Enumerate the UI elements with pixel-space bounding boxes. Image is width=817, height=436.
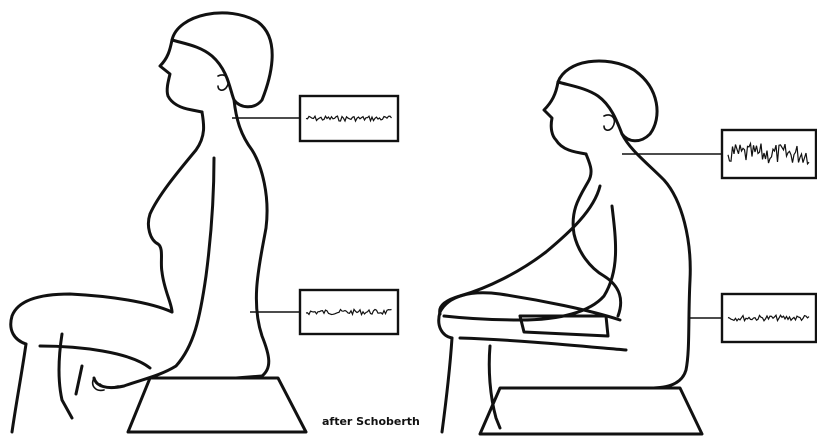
slumped-hair xyxy=(558,61,657,141)
emg-panel-slumped-lumbar xyxy=(688,294,816,342)
upright-face xyxy=(160,40,202,112)
slumped-face xyxy=(544,82,586,154)
upright-chest-contour xyxy=(148,112,203,312)
slumped-stool xyxy=(480,388,702,434)
slumped-lower-leg xyxy=(442,338,500,432)
upright-thigh xyxy=(11,294,172,344)
upright-lower-leg xyxy=(12,334,82,432)
upright-seated-figure xyxy=(11,13,306,432)
upright-thigh-underside xyxy=(40,346,150,368)
slumped-seated-figure xyxy=(439,61,702,434)
credit-caption: after Schoberth xyxy=(322,415,420,428)
emg-panel-slumped-neck xyxy=(622,130,816,178)
upright-stool xyxy=(128,378,306,432)
upright-ear xyxy=(218,75,228,90)
upright-hair xyxy=(172,13,272,107)
upright-back-contour xyxy=(234,100,269,378)
slumped-back-contour xyxy=(622,134,690,388)
slumped-thigh-underside xyxy=(460,338,626,350)
emg-panel-upright-lumbar xyxy=(250,290,398,334)
slumped-ear xyxy=(604,115,614,130)
